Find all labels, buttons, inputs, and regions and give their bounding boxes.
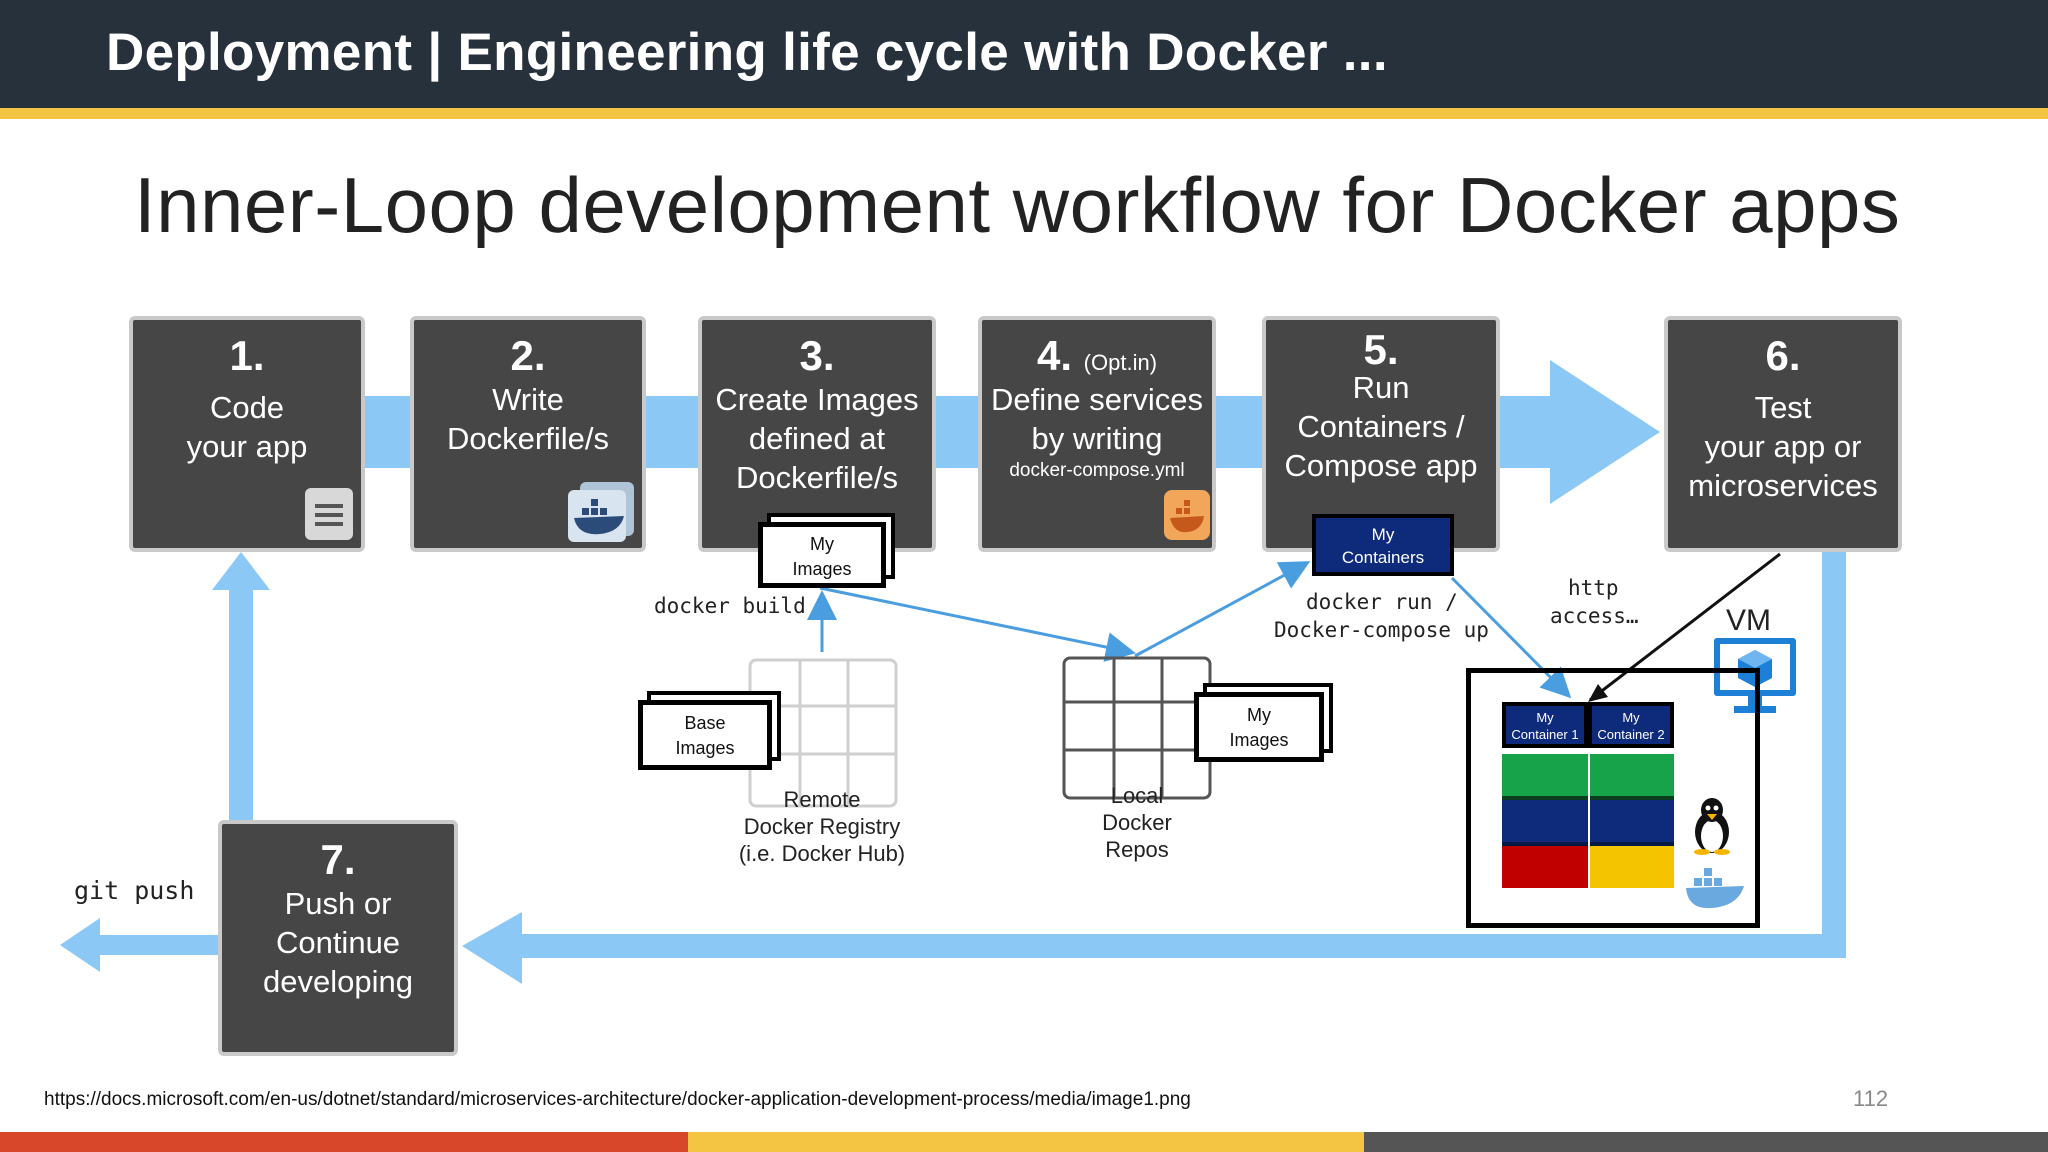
my-images-card: My Images xyxy=(758,522,886,588)
step-2-dockerfile: 2. Write Dockerfile/s xyxy=(410,316,646,552)
diagram-title: Inner-Loop development workflow for Dock… xyxy=(134,161,1901,249)
local-repos-shelf xyxy=(1062,656,1212,800)
up-arrow-shaft xyxy=(229,588,253,822)
step-1-code: 1. Code your app xyxy=(129,316,365,552)
docker-whale-icon xyxy=(568,482,634,542)
return-loop-bottom xyxy=(520,934,1846,958)
docker-compose-icon xyxy=(1164,490,1210,540)
my-images-local-card: My Images xyxy=(1194,692,1324,762)
footer-bar-yellow xyxy=(688,1132,1364,1152)
my-containers-card: My Containers xyxy=(1312,514,1454,576)
slide-title: Deployment | Engineering life cycle with… xyxy=(106,23,1388,82)
up-arrowhead xyxy=(212,552,270,590)
main-flow-arrowhead xyxy=(1550,360,1660,504)
git-push-arrow-shaft xyxy=(98,935,222,955)
footer-bar-gray xyxy=(1364,1132,2048,1152)
docker-build-label: docker build xyxy=(654,594,806,618)
access-label: access… xyxy=(1550,604,1639,628)
git-push-arrowhead xyxy=(60,918,100,972)
base-images-card: Base Images xyxy=(638,700,772,770)
return-loop-right xyxy=(1822,550,1846,958)
step-3-create-images: 3. Create Images defined at Dockerfile/s xyxy=(698,316,936,552)
http-label: http xyxy=(1568,576,1619,600)
docker-run-label: docker run / xyxy=(1306,590,1458,614)
my-container-2: My Container 2 xyxy=(1588,702,1674,748)
step-6-test: 6. Test your app or microservices xyxy=(1664,316,1902,552)
page-number: 112 xyxy=(1853,1086,1889,1111)
linux-penguin-icon xyxy=(1694,798,1730,855)
container-1-blue-layer xyxy=(1502,800,1588,846)
footer-bar-red xyxy=(0,1132,688,1152)
docker-logo-icon xyxy=(1686,868,1744,909)
header-accent-band xyxy=(0,108,2048,119)
return-loop-arrowhead xyxy=(462,912,522,984)
step-5-run-containers: 5. Run Containers / Compose app xyxy=(1262,316,1500,552)
container-1-green-layer xyxy=(1502,754,1588,800)
docker-compose-up-label: Docker-compose up xyxy=(1274,618,1489,642)
container-2-blue-layer xyxy=(1590,800,1674,846)
container-2-yellow-layer xyxy=(1590,846,1674,888)
step-7-push: 7. Push or Continue developing xyxy=(218,820,458,1056)
git-push-label: git push xyxy=(74,876,195,905)
my-container-1: My Container 1 xyxy=(1502,702,1588,748)
remote-registry-label: Remote Docker Registry (i.e. Docker Hub) xyxy=(738,787,906,866)
vm-label: VM xyxy=(1726,604,1771,637)
container-1-red-layer xyxy=(1502,846,1588,888)
slide-header xyxy=(0,0,2048,108)
container-2-green-layer xyxy=(1590,754,1674,800)
vm-frame xyxy=(1466,668,1760,928)
source-url[interactable]: https://docs.microsoft.com/en-us/dotnet/… xyxy=(44,1089,1191,1110)
local-repos-label: Local Docker Repos xyxy=(1102,783,1172,862)
step-4-define-services: 4. (Opt.in) Define services by writing d… xyxy=(978,316,1216,552)
document-icon xyxy=(305,488,353,540)
